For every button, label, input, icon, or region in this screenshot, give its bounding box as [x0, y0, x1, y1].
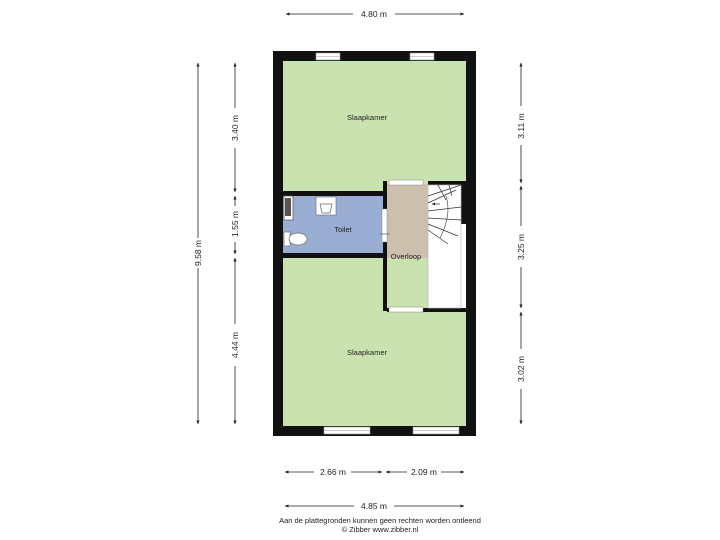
- stair-area: [428, 184, 466, 310]
- dimension-bottom-total: 4.85 m: [361, 501, 387, 511]
- door-openings: [380, 179, 424, 313]
- dimension-lines: [196, 12, 523, 508]
- dimension-total-height: 9.58 m: [193, 240, 203, 266]
- dimension-left-lower: 4.44 m: [230, 332, 240, 358]
- dimension-bottom-left: 2.66 m: [320, 467, 346, 477]
- outer-walls: [273, 51, 476, 436]
- bedroom-top-label: Slaapkamer: [347, 113, 388, 122]
- dimension-right-lower: 3.02 m: [516, 356, 526, 382]
- footer-credit: © Zibber www.zibber.nl: [341, 525, 419, 534]
- interior-walls: [283, 181, 466, 312]
- landing-label: Overloop: [391, 252, 421, 261]
- dimension-left-upper: 3.40 m: [230, 115, 240, 141]
- bottom-windows: [323, 426, 460, 435]
- dimension-right-upper: 3.11 m: [516, 113, 526, 138]
- toilet-label: Toilet: [334, 225, 352, 234]
- top-windows: [315, 52, 435, 61]
- dimension-bottom-right: 2.09 m: [411, 467, 437, 477]
- dimension-right-middle: 3.25 m: [516, 234, 526, 260]
- bedroom-top-area: [283, 61, 466, 192]
- toilet-bowl-icon: [288, 232, 308, 246]
- dimension-top-width: 4.80 m: [361, 9, 387, 19]
- staircase: [427, 184, 462, 309]
- footer-disclaimer: Aan de plattegronden kunnen geen rechten…: [279, 516, 481, 525]
- toilet-fixtures: [283, 195, 337, 247]
- dimension-left-middle: 1.55 m: [230, 211, 240, 237]
- bedroom-bottom-label: Slaapkamer: [347, 348, 388, 357]
